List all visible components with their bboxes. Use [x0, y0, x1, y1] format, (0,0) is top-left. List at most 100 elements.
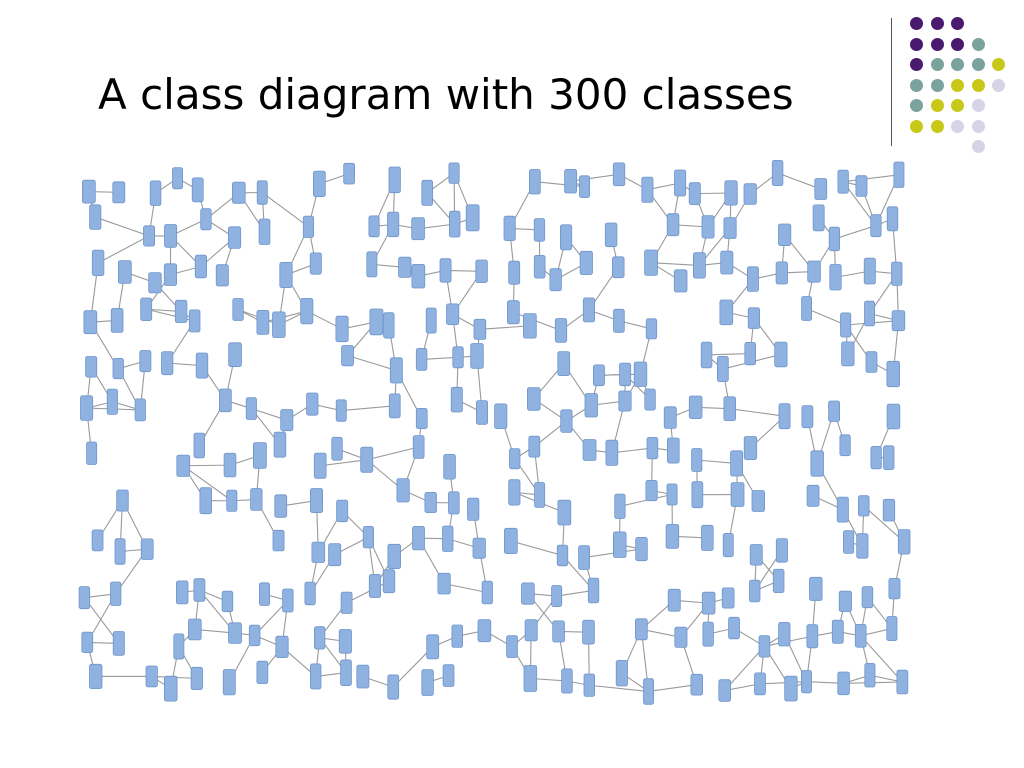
class-box: [723, 396, 737, 422]
class-box: [522, 313, 537, 339]
class-box: [195, 352, 209, 379]
association-edge: [510, 540, 563, 556]
class-box: [506, 635, 518, 658]
class-box: [645, 479, 658, 502]
class-box: [582, 619, 595, 645]
class-box: [174, 299, 188, 324]
decorative-dot: [971, 78, 985, 92]
class-box: [437, 572, 451, 595]
class-box: [533, 255, 546, 279]
class-box: [534, 482, 546, 508]
class-box: [193, 578, 206, 602]
class-box: [870, 445, 882, 470]
class-box: [173, 633, 185, 660]
class-box: [475, 259, 488, 284]
class-box: [702, 621, 714, 647]
class-box: [388, 166, 401, 194]
class-box: [613, 308, 625, 333]
class-boxes: [78, 159, 911, 705]
association-edge: [729, 408, 785, 417]
decorative-dot: [971, 99, 985, 112]
class-box: [886, 403, 901, 430]
class-box: [524, 619, 538, 642]
association-edge: [611, 447, 653, 454]
association-edges: [83, 172, 905, 693]
class-box: [784, 675, 798, 702]
class-box: [615, 660, 628, 687]
class-box: [176, 454, 191, 477]
class-box: [252, 442, 267, 469]
class-box: [828, 226, 841, 252]
class-box: [688, 395, 703, 420]
class-box: [411, 264, 426, 289]
decorative-dot: [910, 58, 923, 71]
class-box: [228, 342, 242, 368]
class-box: [559, 224, 573, 251]
class-box: [442, 664, 455, 687]
class-box: [893, 161, 905, 188]
class-box: [828, 400, 840, 422]
class-box: [228, 622, 242, 644]
class-box: [688, 182, 701, 206]
association-edge: [777, 172, 821, 190]
class-box: [641, 176, 654, 203]
class-box: [140, 538, 154, 560]
class-box: [91, 529, 104, 552]
decorative-dot: [910, 119, 923, 133]
class-box: [396, 478, 410, 503]
association-edge: [320, 459, 367, 467]
class-box: [362, 525, 375, 549]
class-box: [775, 538, 788, 563]
decorative-dot: [951, 17, 964, 30]
class-box: [161, 351, 174, 376]
class-box: [509, 448, 521, 470]
class-box: [838, 590, 852, 613]
class-box: [561, 668, 573, 694]
class-box: [778, 403, 791, 430]
class-box: [718, 679, 731, 702]
class-box: [856, 533, 869, 559]
class-box: [272, 529, 285, 552]
class-box: [701, 524, 714, 551]
class-box: [250, 488, 263, 511]
class-box: [448, 491, 460, 515]
class-box: [145, 665, 158, 688]
class-box: [258, 218, 271, 245]
class-box: [81, 631, 94, 654]
class-box: [248, 624, 261, 647]
decorative-dot: [951, 58, 964, 71]
class-box: [336, 499, 349, 523]
class-box: [232, 298, 244, 321]
class-box: [886, 360, 901, 388]
class-box: [665, 523, 680, 549]
class-box: [749, 579, 761, 603]
class-box: [112, 357, 124, 380]
class-box: [806, 624, 819, 649]
class-box: [258, 582, 270, 606]
association-edge: [650, 262, 700, 266]
class-box: [383, 312, 395, 339]
decorative-dot: [930, 37, 944, 51]
class-box: [382, 569, 396, 594]
class-box: [106, 388, 118, 415]
class-box: [521, 582, 535, 605]
class-box: [870, 214, 882, 238]
class-box: [883, 445, 895, 470]
decorative-dot: [971, 37, 985, 51]
class-box: [533, 218, 546, 242]
class-box: [193, 432, 206, 459]
association-edge: [860, 635, 903, 683]
class-box: [452, 346, 464, 369]
association-edge: [834, 225, 877, 240]
class-box: [89, 204, 102, 230]
class-box: [302, 215, 315, 238]
class-box: [503, 215, 516, 241]
class-box: [164, 224, 178, 248]
class-box: [506, 300, 520, 325]
class-box: [717, 355, 729, 382]
class-box: [690, 673, 704, 696]
association-edge: [843, 174, 899, 183]
class-box: [389, 357, 403, 384]
class-box: [747, 266, 759, 292]
